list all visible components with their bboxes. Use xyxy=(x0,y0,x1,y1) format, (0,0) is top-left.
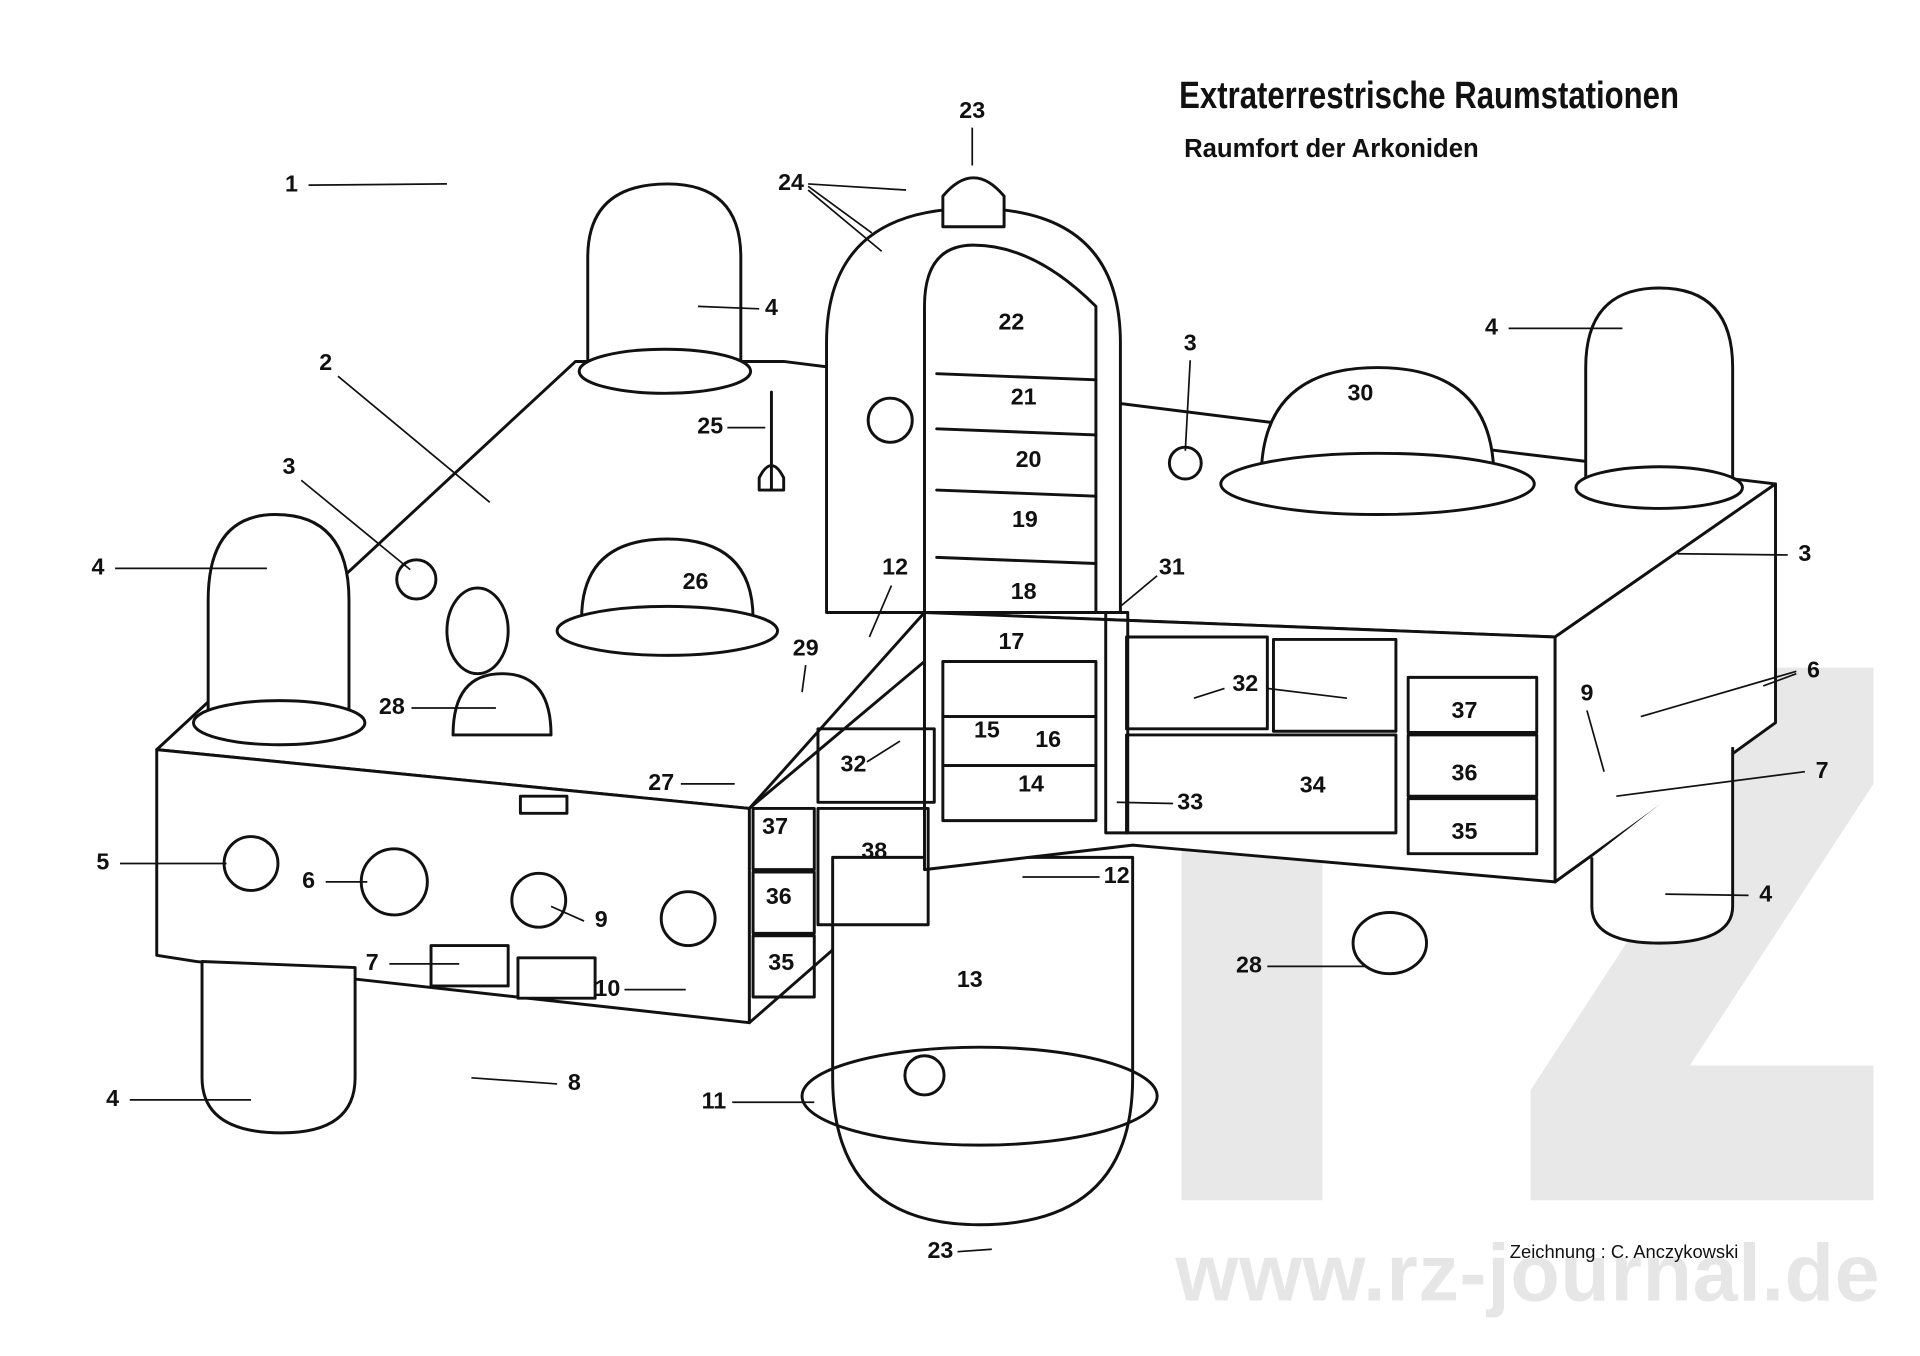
label-23: 23 xyxy=(927,1237,953,1263)
dome-bottom-left xyxy=(200,960,357,1135)
label-25: 25 xyxy=(697,413,723,439)
label-16: 16 xyxy=(1035,726,1061,752)
label-31: 31 xyxy=(1159,554,1185,580)
label-4: 4 xyxy=(1759,880,1772,906)
label-35: 35 xyxy=(768,949,794,975)
label-32: 32 xyxy=(1232,670,1258,696)
label-17: 17 xyxy=(998,628,1024,654)
label-6: 6 xyxy=(302,867,315,893)
label-20: 20 xyxy=(1016,446,1042,472)
label-4: 4 xyxy=(91,554,104,580)
station-structure xyxy=(155,176,1777,1227)
label-3: 3 xyxy=(283,453,296,479)
label-5: 5 xyxy=(96,849,109,875)
label-27: 27 xyxy=(648,769,674,795)
label-12: 12 xyxy=(882,554,908,580)
label-38: 38 xyxy=(861,838,887,864)
dome-right xyxy=(1584,286,1735,486)
label-4: 4 xyxy=(106,1085,119,1111)
right-block-side xyxy=(1553,482,1777,884)
label-21: 21 xyxy=(1011,383,1037,409)
label-24: 24 xyxy=(778,169,804,195)
saucer-26 xyxy=(580,537,755,621)
label-29: 29 xyxy=(793,634,819,660)
ring xyxy=(800,1045,1159,1147)
label-36: 36 xyxy=(1452,759,1478,785)
label-19: 19 xyxy=(1012,506,1038,532)
label-35: 35 xyxy=(1452,818,1478,844)
label-3: 3 xyxy=(1798,540,1811,566)
dome-left-front xyxy=(206,513,351,719)
dish-28 xyxy=(445,586,510,676)
label-11: 11 xyxy=(702,1087,727,1113)
diagram-subtitle: Raumfort der Arkoniden xyxy=(1184,135,1479,163)
saucer-30 xyxy=(1259,366,1496,480)
left-block-front xyxy=(155,748,751,1025)
diagram-title: Extraterrestrische Raumstationen xyxy=(1179,75,1679,117)
label-10: 10 xyxy=(594,975,620,1001)
leader-lines xyxy=(115,127,1806,1253)
label-37: 37 xyxy=(1452,697,1478,723)
label-8: 8 xyxy=(568,1069,581,1095)
label-37: 37 xyxy=(762,813,788,839)
label-32: 32 xyxy=(841,751,867,777)
label-28: 28 xyxy=(1236,952,1262,978)
label-4: 4 xyxy=(765,294,778,320)
drawing-credit: Zeichnung : C. Anczykowski xyxy=(1510,1241,1739,1262)
label-34: 34 xyxy=(1300,772,1326,798)
lower-cylinder xyxy=(831,855,1135,1227)
dome-back-left xyxy=(586,182,743,370)
part-labels: 1 2 3 4 3 4 23 24 22 21 20 19 18 17 25 2… xyxy=(91,97,1828,1263)
label-7: 7 xyxy=(1816,757,1829,783)
label-6: 6 xyxy=(1807,656,1820,682)
label-1: 1 xyxy=(285,170,298,196)
label-9: 9 xyxy=(595,906,608,932)
label-15: 15 xyxy=(974,716,1000,742)
label-18: 18 xyxy=(1011,578,1037,604)
label-30: 30 xyxy=(1347,380,1373,406)
label-23: 23 xyxy=(959,97,985,123)
label-22: 22 xyxy=(998,309,1024,335)
right-block-front xyxy=(923,611,1557,884)
watermark-text: www.rz-journal.de xyxy=(1175,1229,1880,1319)
label-28: 28 xyxy=(379,693,405,719)
label-13: 13 xyxy=(957,966,983,992)
label-12: 12 xyxy=(1104,862,1130,888)
label-3: 3 xyxy=(1184,329,1197,355)
label-7: 7 xyxy=(366,949,379,975)
label-4: 4 xyxy=(1485,314,1498,340)
label-36: 36 xyxy=(766,883,792,909)
dish-28-lower xyxy=(1351,911,1428,976)
label-14: 14 xyxy=(1018,770,1044,796)
label-26: 26 xyxy=(683,568,709,594)
label-9: 9 xyxy=(1580,680,1593,706)
label-33: 33 xyxy=(1177,789,1203,815)
label-2: 2 xyxy=(319,349,332,375)
